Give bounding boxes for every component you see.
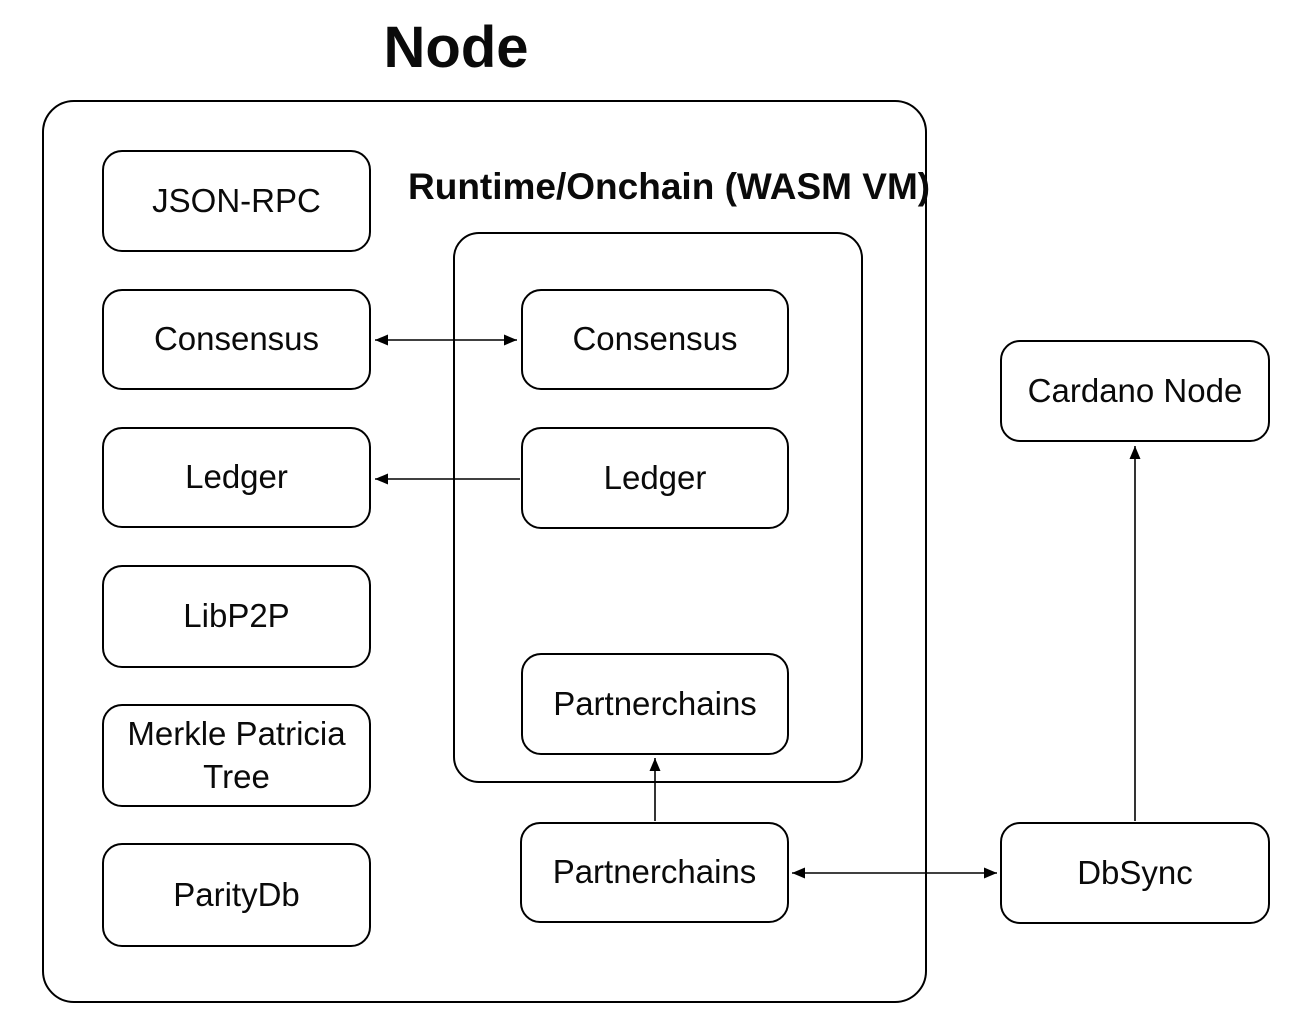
box-paritydb-label: ParityDb xyxy=(173,875,300,913)
box-cardano-node: Cardano Node xyxy=(1000,340,1270,442)
box-cardano-node-label: Cardano Node xyxy=(1027,371,1243,409)
box-dbsync-label: DbSync xyxy=(1077,853,1193,891)
box-consensus-node-label: Consensus xyxy=(153,320,320,358)
box-libp2p-label: LibP2P xyxy=(183,597,290,635)
box-libp2p: LibP2P xyxy=(102,565,371,668)
box-json-rpc-label: JSON-RPC xyxy=(152,181,321,219)
box-dbsync: DbSync xyxy=(1000,822,1270,924)
box-ledger-runtime: Ledger xyxy=(521,427,789,529)
box-json-rpc: JSON-RPC xyxy=(102,150,371,252)
box-ledger-node-label: Ledger xyxy=(185,458,288,496)
box-partnerchains-node-label: Partnerchains xyxy=(552,853,757,891)
box-merkle-patricia-tree-label: Merkle Patricia Tree xyxy=(127,715,346,795)
box-ledger-runtime-label: Ledger xyxy=(603,458,707,496)
box-merkle-patricia-tree: Merkle Patricia Tree xyxy=(102,704,371,807)
node-container xyxy=(42,100,927,1003)
box-partnerchains-runtime: Partnerchains xyxy=(521,653,789,755)
box-partnerchains-node: Partnerchains xyxy=(520,822,789,923)
box-partnerchains-runtime-label: Partnerchains xyxy=(553,684,757,722)
box-consensus-node: Consensus xyxy=(102,289,371,390)
box-consensus-runtime-label: Consensus xyxy=(572,320,738,358)
diagram-title: Node xyxy=(383,15,529,80)
box-consensus-runtime: Consensus xyxy=(521,289,789,390)
runtime-container xyxy=(453,232,863,783)
box-paritydb: ParityDb xyxy=(102,843,371,947)
runtime-container-label: Runtime/Onchain (WASM VM) xyxy=(408,166,931,207)
box-ledger-node: Ledger xyxy=(102,427,371,528)
